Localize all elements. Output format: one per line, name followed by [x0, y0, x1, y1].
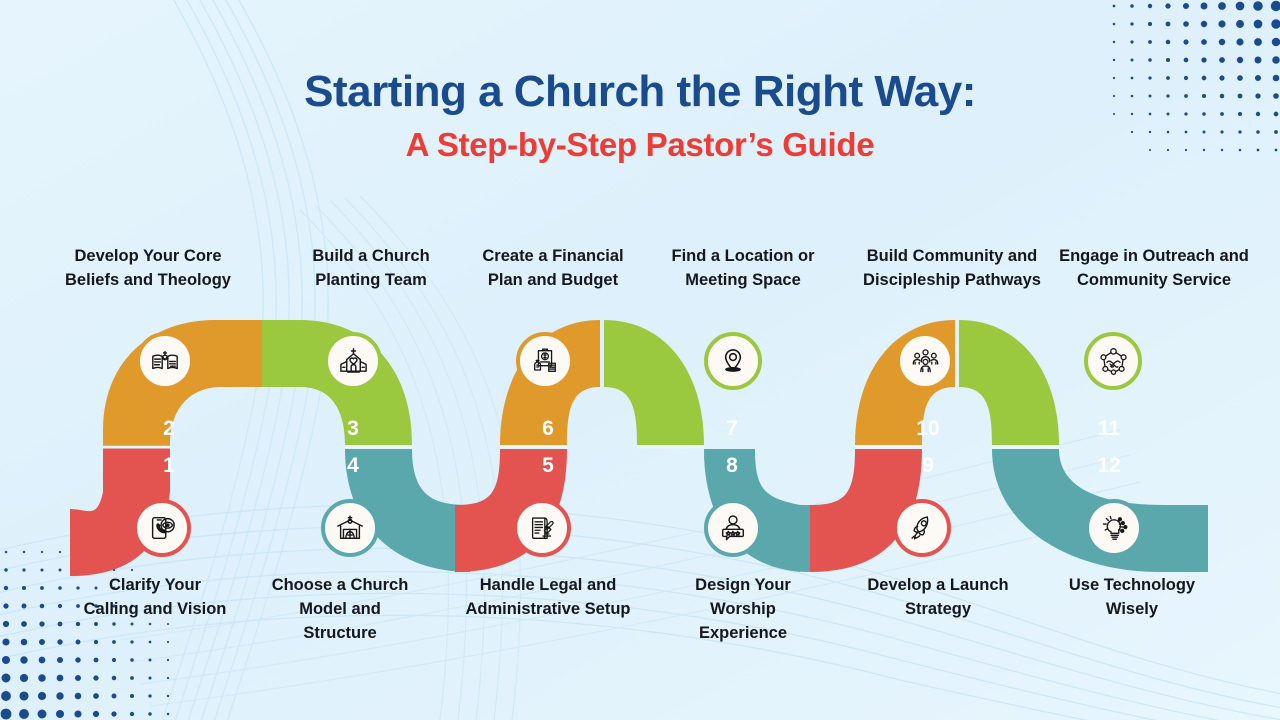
step-icon-2[interactable]: [136, 332, 194, 390]
step-number-1: 1: [163, 454, 175, 477]
step-number-2: 2: [163, 417, 175, 440]
step-label-12: Use Technology Wisely: [1068, 576, 1196, 618]
church-heart-icon: [338, 346, 369, 377]
ribbon-seg-11: [959, 320, 1059, 445]
ribbon-seg-4: [345, 449, 470, 572]
handshake-network-icon: [1098, 346, 1129, 377]
phone-vision-icon: [147, 513, 177, 543]
church-model-icon: [335, 513, 365, 543]
step-label-9: Develop a Launch Strategy: [867, 576, 1009, 618]
map-pin-icon: [718, 346, 748, 376]
step-label-10: Build Community and Discipleship Pathway…: [863, 247, 1041, 289]
step-label-5: Handle Legal and Administrative Setup: [465, 576, 631, 618]
step-label-7: Find a Location or Meeting Space: [671, 247, 815, 289]
page-title: Starting a Church the Right Way:: [304, 67, 976, 116]
step-number-6: 6: [542, 417, 554, 440]
step-number-7: 7: [726, 417, 738, 440]
step-icon-1[interactable]: [133, 499, 191, 557]
step-label-4: Choose a Church Model and Structure: [271, 576, 409, 642]
step-number-4: 4: [347, 454, 359, 477]
step-icon-3[interactable]: [324, 332, 382, 390]
wave-lines-fan: [119, 429, 1151, 707]
page-subtitle: A Step-by-Step Pastor’s Guide: [405, 126, 875, 163]
legal-document-gavel-icon: [527, 513, 557, 543]
step-icon-11[interactable]: [1084, 332, 1142, 390]
lightbulb-tech-icon: [1099, 513, 1130, 544]
wave-lines-top-left: [161, 0, 329, 720]
ribbon-seg-7: [604, 320, 704, 445]
step-number-11: 11: [1097, 417, 1121, 440]
step-label-3: Build a Church Planting Team: [312, 247, 430, 289]
step-label-1: Clarify Your Calling and Vision: [83, 576, 227, 618]
step-number-8: 8: [726, 454, 738, 477]
dots-bottom-left: [0, 550, 170, 720]
ribbon-seg-9: [810, 449, 922, 572]
step-number-10: 10: [916, 417, 940, 440]
step-label-6: Create a Financial Plan and Budget: [482, 247, 624, 289]
step-icon-4[interactable]: [321, 499, 379, 557]
step-icon-12[interactable]: [1085, 499, 1143, 557]
step-icon-5[interactable]: [513, 499, 571, 557]
step-icon-6[interactable]: [516, 332, 574, 390]
step-number-9: 9: [922, 454, 934, 477]
open-bible-icon: [150, 346, 180, 376]
budget-money-icon: [530, 346, 560, 376]
step-icon-8[interactable]: [704, 499, 762, 557]
step-label-11: Engage in Outreach and Community Service: [1059, 247, 1249, 289]
title-block: Starting a Church the Right Way: A Step-…: [0, 67, 1280, 163]
step-icon-9[interactable]: [893, 499, 951, 557]
step-label-8: Design Your Worship Experience: [695, 576, 791, 642]
step-number-12: 12: [1097, 454, 1121, 477]
user-review-stars-icon: [718, 513, 748, 543]
dots-top-right: [1112, 0, 1280, 152]
step-icon-10[interactable]: [896, 332, 954, 390]
people-group-icon: [910, 346, 941, 377]
step-number-3: 3: [347, 417, 359, 440]
step-label-2: Develop Your Core Beliefs and Theology: [65, 247, 231, 289]
step-number-5: 5: [542, 454, 554, 477]
rocket-icon: [907, 513, 937, 543]
ribbon-seg-5: [455, 449, 567, 572]
step-icon-7[interactable]: [704, 332, 762, 390]
